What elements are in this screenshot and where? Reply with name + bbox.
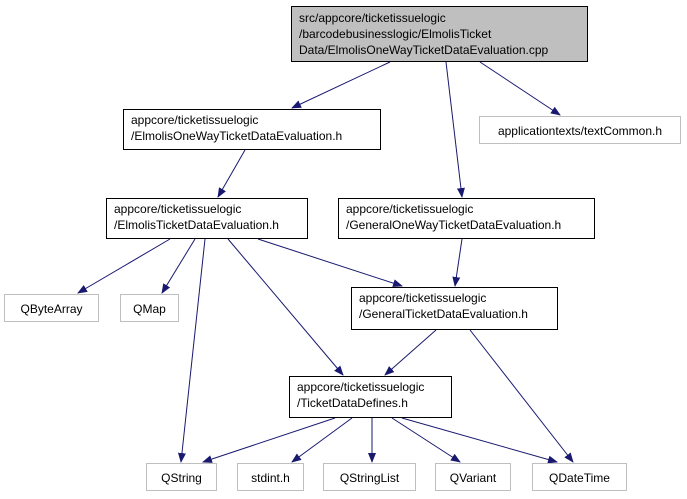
node-label-line: appcore/ticketissuelogic xyxy=(131,113,259,127)
node-label-line: /barcodebusinesslogic/ElmolisTicket xyxy=(299,27,492,41)
node-label-line: appcore/ticketissuelogic xyxy=(114,202,242,216)
edge-root-to-text_common xyxy=(479,61,561,116)
edge-general_ticket-to-qdatetime xyxy=(469,329,574,463)
node-label-line: /TicketDataDefines.h xyxy=(297,396,408,410)
node-label-line: /GeneralOneWayTicketDataEvaluation.h xyxy=(346,218,562,232)
edge-ticket_defines-to-qvariant xyxy=(391,417,461,463)
edge-general_ticket-to-ticket_defines xyxy=(384,329,437,376)
edge-elmolis_ticket-to-qstring xyxy=(177,238,206,463)
node-label-line: QString xyxy=(161,471,202,485)
edge-root-to-elmolis_oneway xyxy=(291,61,391,109)
edge-elmolis_ticket-to-ticket_defines xyxy=(227,238,344,376)
node-qdatetime[interactable]: QDateTime xyxy=(532,463,627,491)
node-general-ticket-h[interactable]: appcore/ticketissuelogic/GeneralTicketDa… xyxy=(351,287,558,330)
node-label-line: appcore/ticketissuelogic xyxy=(297,380,425,394)
edge-root-to-general_oneway xyxy=(445,61,465,198)
node-label-line: stdint.h xyxy=(251,471,290,485)
edge-elmolis_ticket-to-qmap xyxy=(161,238,196,294)
node-label-line: /ElmolisTicketDataEvaluation.h xyxy=(114,218,279,232)
edge-ticket_defines-to-qstring xyxy=(202,417,336,463)
node-label-line: /GeneralTicketDataEvaluation.h xyxy=(359,307,528,321)
node-label-line: applicationtexts/textCommon.h xyxy=(497,124,663,138)
node-label-line: QByteArray xyxy=(20,302,83,316)
node-root-cpp[interactable]: src/appcore/ticketissuelogic/barcodebusi… xyxy=(291,6,588,62)
node-label-line: appcore/ticketissuelogic xyxy=(346,202,474,216)
node-qstringlist[interactable]: QStringList xyxy=(323,463,416,491)
node-label-line: appcore/ticketissuelogic xyxy=(359,291,487,305)
edge-elmolis_ticket-to-qbytearray xyxy=(77,238,171,294)
node-qbytearray[interactable]: QByteArray xyxy=(4,294,99,322)
edge-general_oneway-to-general_ticket xyxy=(452,238,463,287)
node-label-line: /ElmolisOneWayTicketDataEvaluation.h xyxy=(131,129,343,143)
node-label-line: Data/ElmolisOneWayTicketDataEvaluation.c… xyxy=(299,43,549,57)
edge-ticket_defines-to-stdint xyxy=(291,417,353,463)
edge-ticket_defines-to-qdatetime xyxy=(401,417,558,464)
edge-elmolis_ticket-to-general_ticket xyxy=(257,238,403,288)
edge-elmolis_oneway-to-elmolis_ticket xyxy=(217,149,246,198)
node-label-line: QVariant xyxy=(449,471,497,485)
node-ticket-defines-h[interactable]: appcore/ticketissuelogic/TicketDataDefin… xyxy=(289,376,452,418)
node-elmolis-oneway-h[interactable]: appcore/ticketissuelogic/ElmolisOneWayTi… xyxy=(123,109,381,150)
node-general-oneway-h[interactable]: appcore/ticketissuelogic/GeneralOneWayTi… xyxy=(338,198,595,239)
node-label-line: QMap xyxy=(133,302,166,316)
node-stdint-h[interactable]: stdint.h xyxy=(237,463,304,491)
node-qmap[interactable]: QMap xyxy=(120,294,179,322)
node-text-common-h[interactable]: applicationtexts/textCommon.h xyxy=(479,116,681,144)
node-label-line: src/appcore/ticketissuelogic xyxy=(299,11,446,25)
node-label-line: QDateTime xyxy=(549,471,610,485)
node-label-line: QStringList xyxy=(339,471,400,485)
node-qstring[interactable]: QString xyxy=(146,463,217,491)
node-elmolis-ticket-h[interactable]: appcore/ticketissuelogic/ElmolisTicketDa… xyxy=(106,198,308,239)
node-qvariant[interactable]: QVariant xyxy=(435,463,511,491)
